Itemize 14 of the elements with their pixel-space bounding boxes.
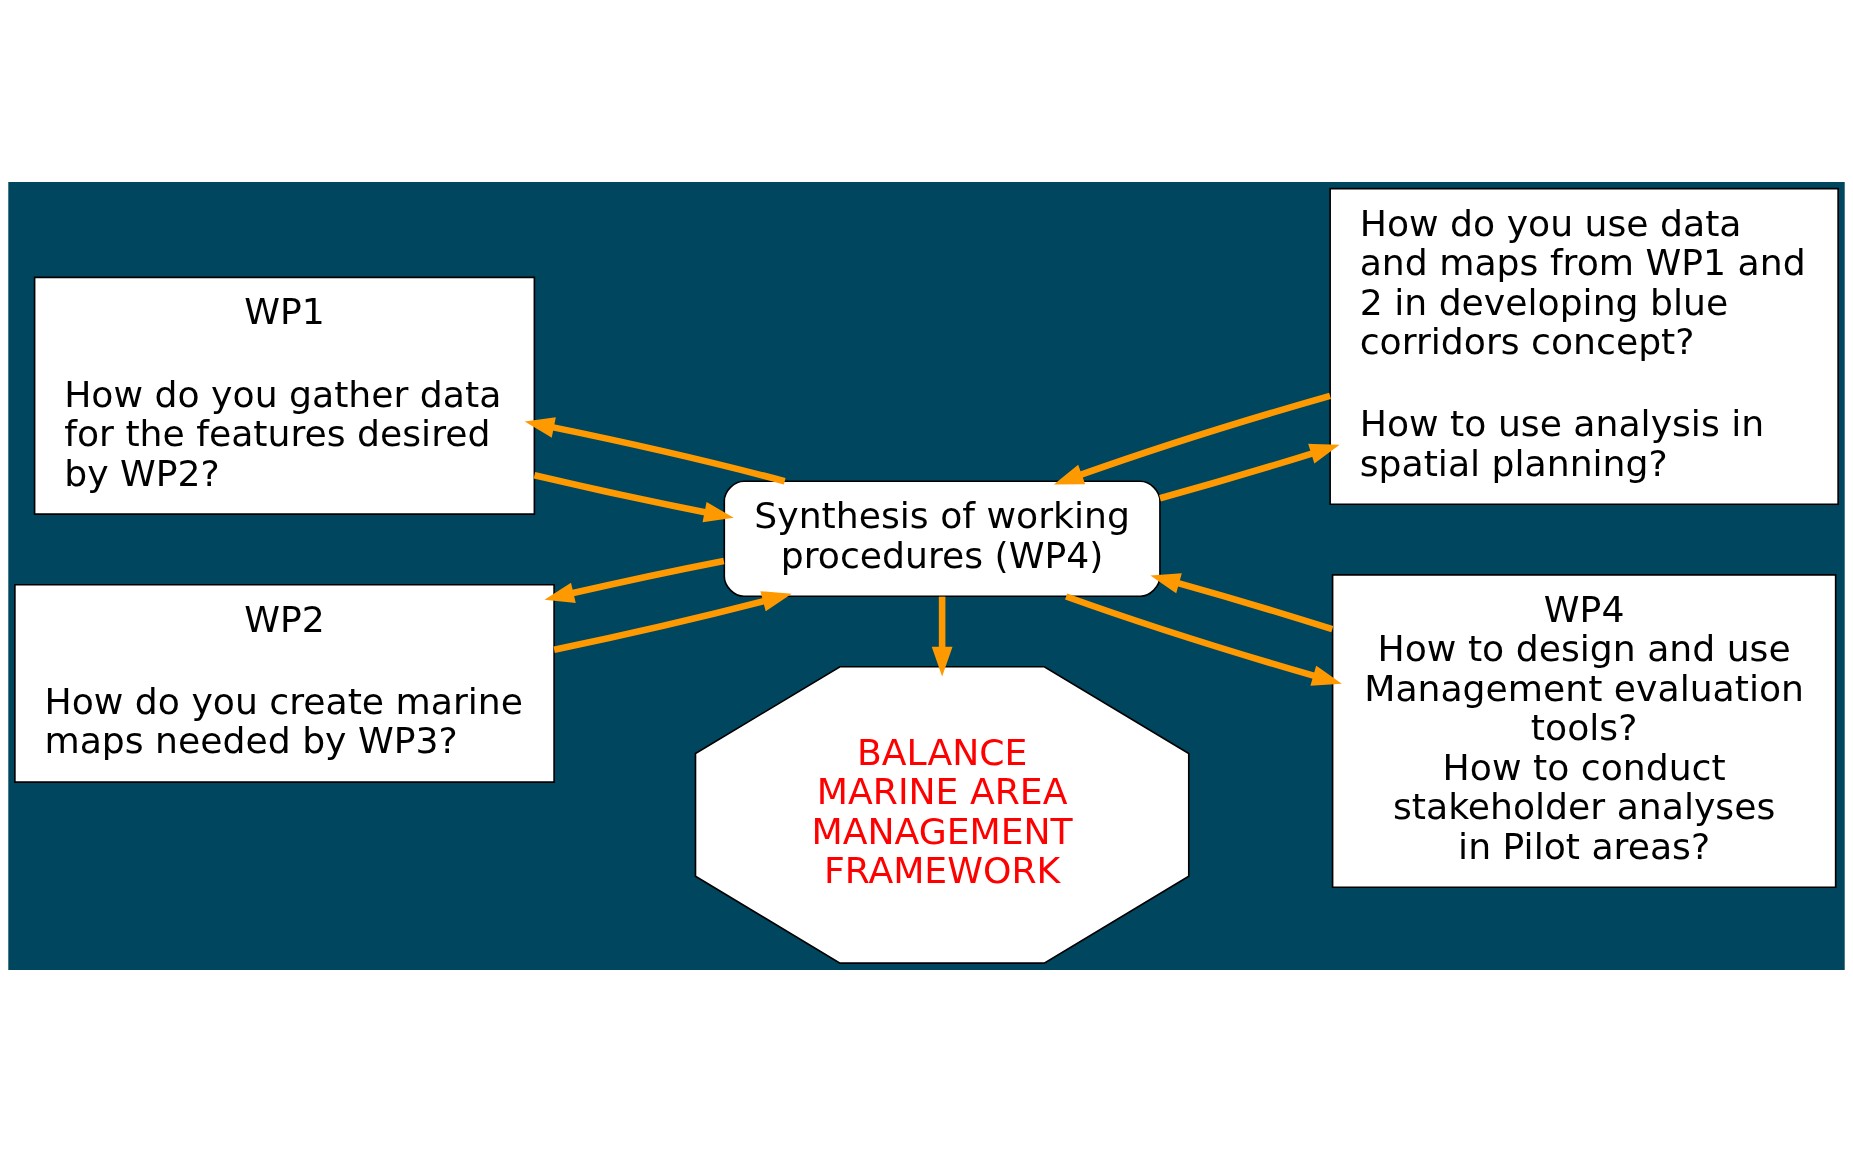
arrow (931, 596, 953, 677)
node-box: How do you use data and maps from WP1 and 2 in developing blue corridors concept? How to use analysis in spatial planning? (1329, 187, 1839, 506)
node-box: WP4 How to design and use Management evaluation tools? How to conduct stakeholder analyses in Pilot areas? (1331, 574, 1837, 889)
arrow (544, 557, 725, 604)
node-box: WP1 How do you gather data for the features desired by WP2? (33, 276, 536, 515)
arrow (553, 591, 792, 653)
arrow (1053, 392, 1331, 485)
arrow (533, 472, 734, 523)
arrow (1159, 443, 1340, 502)
arrow (524, 417, 786, 485)
node-box: WP2 How do you create marine maps needed by WP3? (14, 583, 555, 783)
arrow (1065, 593, 1342, 686)
arrow (1150, 573, 1334, 633)
node-box: Synthesis of working procedures (WP4) (723, 480, 1161, 598)
